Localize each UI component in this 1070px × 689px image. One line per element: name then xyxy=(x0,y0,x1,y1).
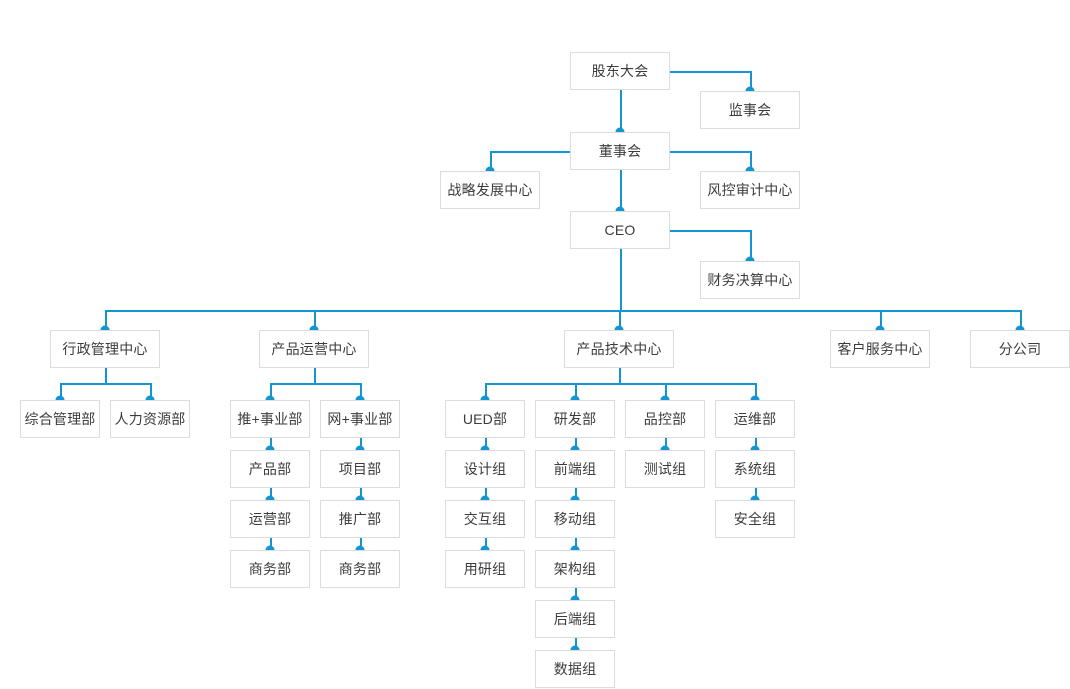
connector-board-to-strategy-seg0 xyxy=(490,151,570,153)
org-node-promotion-dept[interactable]: 推广部 xyxy=(320,500,400,538)
org-node-supervisory-board[interactable]: 监事会 xyxy=(700,91,800,129)
connector-chain-270-488-seg0 xyxy=(270,488,272,500)
connector-chain-270-438-seg0 xyxy=(270,438,272,450)
connector-chain-485-538-seg0 xyxy=(485,538,487,550)
org-node-business-dept-b[interactable]: 商务部 xyxy=(320,550,400,588)
org-node-user-research-group[interactable]: 用研组 xyxy=(445,550,525,588)
connector-product-technology-drop-seg4 xyxy=(665,383,667,400)
connector-shareholders-to-board-seg0 xyxy=(620,90,622,132)
connector-ceo-to-main-bus-seg0 xyxy=(620,249,622,310)
connector-chain-755-488-seg0 xyxy=(755,488,757,500)
org-node-wang-plus-division[interactable]: 网+事业部 xyxy=(320,400,400,438)
org-node-customer-service-center[interactable]: 客户服务中心 xyxy=(830,330,930,368)
connector-product-technology-drop-seg3 xyxy=(575,383,577,400)
org-node-mobile-group[interactable]: 移动组 xyxy=(535,500,615,538)
org-node-product-operation-center[interactable]: 产品运营中心 xyxy=(259,330,369,368)
org-node-general-management-dept[interactable]: 综合管理部 xyxy=(20,400,100,438)
connector-chain-360-488-seg0 xyxy=(360,488,362,500)
org-node-risk-audit-center[interactable]: 风控审计中心 xyxy=(700,171,800,209)
connector-admin-drop-seg1 xyxy=(60,383,150,385)
org-node-data-group[interactable]: 数据组 xyxy=(535,650,615,688)
connector-shareholders-to-supervisory-seg1 xyxy=(750,71,752,91)
connector-product-technology-drop-seg1 xyxy=(485,383,755,385)
connector-chain-575-638-seg0 xyxy=(575,638,577,650)
connector-main-bus-seg0 xyxy=(105,310,1020,312)
org-node-security-group[interactable]: 安全组 xyxy=(715,500,795,538)
connector-shareholders-to-supervisory-seg0 xyxy=(670,71,750,73)
org-node-project-dept[interactable]: 项目部 xyxy=(320,450,400,488)
org-node-admin-management-center[interactable]: 行政管理中心 xyxy=(50,330,160,368)
connector-product-technology-drop-seg0 xyxy=(619,368,621,383)
connector-chain-665-438-seg0 xyxy=(665,438,667,450)
org-node-interaction-group[interactable]: 交互组 xyxy=(445,500,525,538)
connector-bus-to-branch-seg0 xyxy=(1020,310,1022,330)
connector-chain-575-438-seg0 xyxy=(575,438,577,450)
org-node-strategy-development-center[interactable]: 战略发展中心 xyxy=(440,171,540,209)
connector-ceo-to-finance-seg1 xyxy=(750,230,752,261)
connector-board-to-strategy-seg1 xyxy=(490,151,492,171)
org-node-business-dept-a[interactable]: 商务部 xyxy=(230,550,310,588)
org-node-ued-dept[interactable]: UED部 xyxy=(445,400,525,438)
connector-chain-485-488-seg0 xyxy=(485,488,487,500)
org-node-tui-plus-division[interactable]: 推+事业部 xyxy=(230,400,310,438)
org-node-shareholders-meeting[interactable]: 股东大会 xyxy=(570,52,670,90)
org-node-architecture-group[interactable]: 架构组 xyxy=(535,550,615,588)
connector-ceo-to-finance-seg0 xyxy=(670,230,750,232)
connector-chain-485-438-seg0 xyxy=(485,438,487,450)
connector-product-technology-drop-seg2 xyxy=(485,383,487,400)
org-node-system-group[interactable]: 系统组 xyxy=(715,450,795,488)
connector-product-operation-drop-seg1 xyxy=(270,383,360,385)
connector-product-operation-drop-seg3 xyxy=(360,383,362,400)
connector-chain-575-488-seg0 xyxy=(575,488,577,500)
connector-chain-360-538-seg0 xyxy=(360,538,362,550)
connector-bus-to-customer-service-seg0 xyxy=(880,310,882,330)
org-node-branch-company[interactable]: 分公司 xyxy=(970,330,1070,368)
org-node-human-resources-dept[interactable]: 人力资源部 xyxy=(110,400,190,438)
connector-chain-575-538-seg0 xyxy=(575,538,577,550)
connector-product-operation-drop-seg0 xyxy=(314,368,316,383)
connector-board-to-ceo-seg0 xyxy=(620,170,622,211)
org-node-backend-group[interactable]: 后端组 xyxy=(535,600,615,638)
connector-admin-drop-seg2 xyxy=(60,383,62,400)
org-node-board-of-directors[interactable]: 董事会 xyxy=(570,132,670,170)
org-node-test-group[interactable]: 测试组 xyxy=(625,450,705,488)
org-node-design-group[interactable]: 设计组 xyxy=(445,450,525,488)
org-node-ops-dept[interactable]: 运维部 xyxy=(715,400,795,438)
connector-chain-360-438-seg0 xyxy=(360,438,362,450)
org-node-ceo[interactable]: CEO xyxy=(570,211,670,249)
connector-board-to-risk-audit-seg1 xyxy=(750,151,752,171)
connector-admin-drop-seg0 xyxy=(105,368,107,383)
connector-chain-755-438-seg0 xyxy=(755,438,757,450)
org-node-product-technology-center[interactable]: 产品技术中心 xyxy=(564,330,674,368)
org-node-qc-dept[interactable]: 品控部 xyxy=(625,400,705,438)
org-node-rd-dept[interactable]: 研发部 xyxy=(535,400,615,438)
org-node-frontend-group[interactable]: 前端组 xyxy=(535,450,615,488)
connector-chain-575-588-seg0 xyxy=(575,588,577,600)
connector-bus-to-product-technology-seg0 xyxy=(619,310,621,330)
org-node-product-dept[interactable]: 产品部 xyxy=(230,450,310,488)
connector-product-technology-drop-seg5 xyxy=(755,383,757,400)
org-node-finance-settlement-center[interactable]: 财务决算中心 xyxy=(700,261,800,299)
connector-board-to-risk-audit-seg0 xyxy=(670,151,750,153)
connector-bus-to-product-operation-seg0 xyxy=(314,310,316,330)
connector-bus-to-admin-seg0 xyxy=(105,310,107,330)
connector-product-operation-drop-seg2 xyxy=(270,383,272,400)
connector-admin-drop-seg3 xyxy=(150,383,152,400)
connector-chain-270-538-seg0 xyxy=(270,538,272,550)
org-node-operation-dept[interactable]: 运营部 xyxy=(230,500,310,538)
